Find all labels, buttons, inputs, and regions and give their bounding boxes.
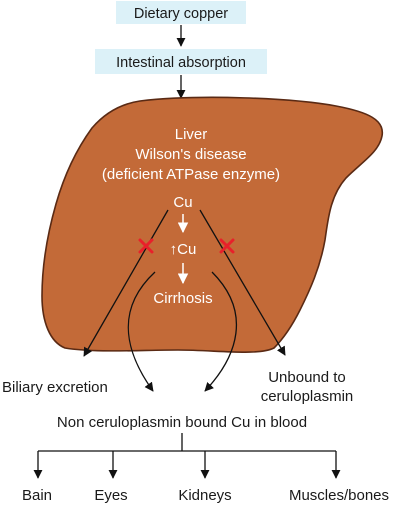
biliary-excretion-label: Biliary excretion: [2, 379, 108, 396]
liver-title: Liver: [175, 126, 208, 143]
liver-disease: Wilson's disease: [135, 146, 246, 163]
liver-cu: Cu: [173, 194, 192, 211]
liver-shape: [41, 96, 384, 353]
cross-mark-left: [138, 238, 154, 254]
curved-arrow-right: [204, 271, 237, 392]
unbound-label-line2: ceruloplasmin: [261, 388, 354, 405]
target-eyes: Eyes: [94, 487, 127, 504]
cross-mark-right: [219, 238, 235, 254]
intestinal-absorption-box: [95, 49, 267, 74]
dietary-copper-box: [116, 1, 246, 24]
dietary-copper-label: Dietary copper: [134, 6, 228, 22]
target-bain: Bain: [22, 487, 52, 504]
target-muscles-bones: Muscles/bones: [289, 487, 389, 504]
arrow-to-biliary-excretion: [83, 209, 169, 357]
blood-copper-label: Non ceruloplasmin bound Cu in blood: [57, 414, 307, 431]
arrow-to-unbound-ceruloplasmin: [199, 209, 286, 356]
curved-arrow-left: [127, 271, 156, 392]
liver-detail: (deficient ATPase enzyme): [102, 166, 280, 183]
target-kidneys: Kidneys: [178, 487, 231, 504]
unbound-label-line1: Unbound to: [268, 369, 346, 386]
liver-cirrhosis: Cirrhosis: [153, 290, 212, 307]
liver-cu-elevated: ↑Cu: [170, 241, 197, 258]
intestinal-absorption-label: Intestinal absorption: [116, 55, 246, 71]
